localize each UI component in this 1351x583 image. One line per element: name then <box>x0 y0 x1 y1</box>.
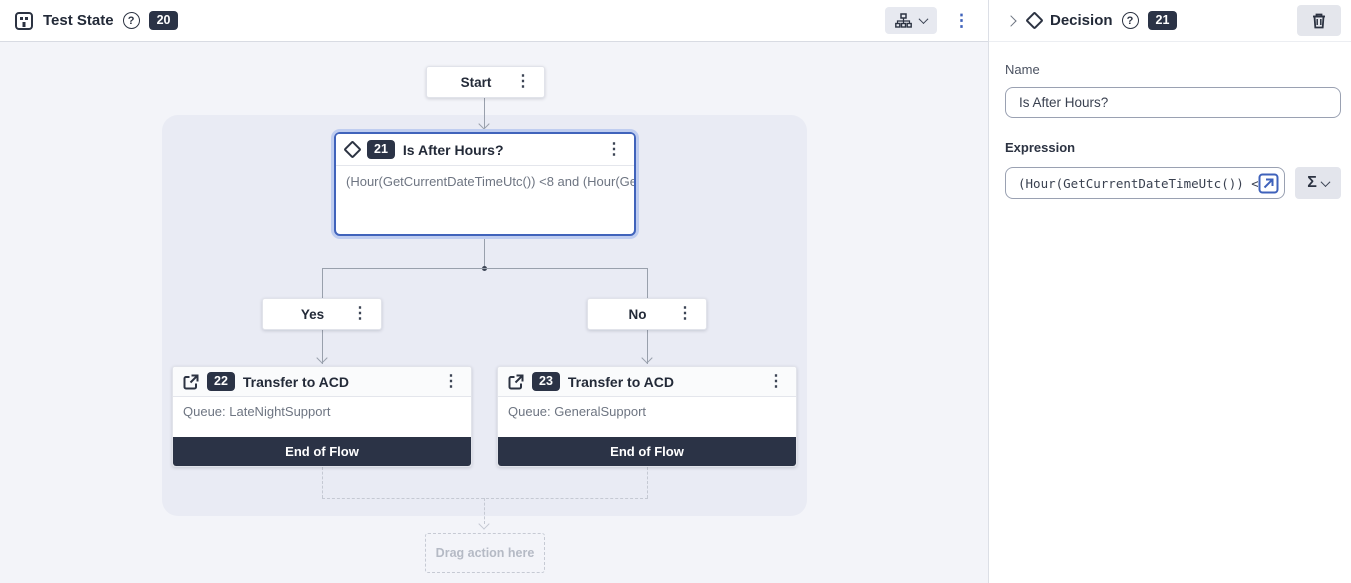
decision-icon <box>1025 11 1044 30</box>
decision-node-badge: 21 <box>367 140 395 159</box>
panel-divider <box>988 0 989 583</box>
branch-yes-kebab-icon[interactable]: ⋮ <box>348 306 381 322</box>
branch-yes-label: Yes <box>300 306 325 322</box>
transfer-23-detail: Queue: GeneralSupport <box>508 404 647 419</box>
help-icon[interactable]: ? <box>122 12 140 29</box>
name-label: Name <box>1005 62 1040 77</box>
dashed-connector-center <box>484 498 485 524</box>
decision-node[interactable]: 21 Is After Hours? ⋮ (Hour(GetCurrentDat… <box>334 132 636 236</box>
drag-action-drop-target[interactable]: Drag action here <box>425 533 545 573</box>
decision-icon <box>343 140 362 159</box>
transfer-22-header: 22 Transfer to ACD ⋮ <box>173 367 471 397</box>
decision-node-expression: (Hour(GetCurrentDateTimeUtc()) <8 and (H… <box>346 174 634 189</box>
branch-no-kebab-icon[interactable]: ⋮ <box>673 306 706 322</box>
decision-node-title: Is After Hours? <box>402 141 504 158</box>
flow-state-title: Test State <box>43 12 114 29</box>
collapse-panel-icon[interactable] <box>1005 14 1017 27</box>
branch-yes-node[interactable]: Yes ⋮ <box>262 298 382 330</box>
branch-no-label: No <box>628 306 647 322</box>
connector-to-yes <box>322 268 323 298</box>
dashed-arrowhead <box>478 518 490 530</box>
transfer-acd-node-22[interactable]: 22 Transfer to ACD ⋮ Queue: LateNightSup… <box>172 366 472 467</box>
panel-node-badge: 21 <box>1147 11 1178 30</box>
decision-node-header: 21 Is After Hours? ⋮ <box>336 134 634 166</box>
connector-decision-junction <box>484 239 485 268</box>
connector-start-decision <box>484 98 485 128</box>
start-node[interactable]: Start ⋮ <box>426 66 545 98</box>
connector-no-action <box>647 330 648 364</box>
canvas-toolbar: Test State ? 20 ⋮ <box>0 0 988 42</box>
transfer-22-detail: Queue: LateNightSupport <box>183 404 331 419</box>
dashed-connector-horizontal <box>322 498 648 499</box>
name-input[interactable] <box>1005 87 1341 118</box>
trash-icon <box>1312 13 1326 29</box>
decision-node-kebab-icon[interactable]: ⋮ <box>606 140 622 158</box>
sitemap-icon <box>895 13 912 28</box>
transfer-23-kebab-icon[interactable]: ⋮ <box>768 372 784 390</box>
expression-row: (Hour(GetCurrentDateTimeUtc()) <8 and Σ <box>1005 167 1341 199</box>
panel-header: Decision ? 21 <box>989 0 1351 42</box>
panel-body: Name Expression (Hour(GetCurrentDateTime… <box>989 42 1351 199</box>
panel-title: Decision <box>1050 12 1113 29</box>
dashed-connector-left <box>322 467 323 498</box>
state-number-badge: 20 <box>148 11 179 30</box>
flow-canvas[interactable]: Start ⋮ 21 Is After Hours? ⋮ (Hour(GetCu… <box>0 42 988 583</box>
sigma-icon: Σ <box>1307 174 1317 191</box>
expression-value: (Hour(GetCurrentDateTimeUtc()) <8 and <box>1018 175 1258 191</box>
transfer-23-end-of-flow: End of Flow <box>498 437 796 466</box>
transfer-23-header: 23 Transfer to ACD ⋮ <box>498 367 796 397</box>
start-node-label: Start <box>460 74 492 90</box>
external-link-icon <box>183 374 199 390</box>
connector-to-no <box>647 268 648 298</box>
expression-label: Expression <box>1005 140 1076 155</box>
transfer-acd-node-23[interactable]: 23 Transfer to ACD ⋮ Queue: GeneralSuppo… <box>497 366 797 467</box>
canvas-menu-kebab-icon[interactable]: ⋮ <box>953 11 970 30</box>
state-icon <box>14 11 34 31</box>
chevron-down-icon <box>1320 176 1331 187</box>
chevron-down-icon <box>918 14 929 25</box>
transfer-23-badge: 23 <box>532 372 560 391</box>
transfer-22-end-of-flow: End of Flow <box>173 437 471 466</box>
open-expression-editor-icon[interactable] <box>1258 173 1279 194</box>
transfer-22-kebab-icon[interactable]: ⋮ <box>443 372 459 390</box>
start-node-kebab-icon[interactable]: ⋮ <box>511 74 544 90</box>
expression-mode-button[interactable]: Σ <box>1295 167 1341 199</box>
external-link-icon <box>508 374 524 390</box>
transfer-23-title: Transfer to ACD <box>567 373 674 390</box>
delete-button[interactable] <box>1297 5 1341 36</box>
branch-no-node[interactable]: No ⋮ <box>587 298 707 330</box>
expression-input[interactable]: (Hour(GetCurrentDateTimeUtc()) <8 and <box>1005 167 1285 199</box>
layout-view-button[interactable] <box>885 7 937 34</box>
dashed-connector-right <box>647 467 648 498</box>
connector-branch-horizontal <box>322 268 648 269</box>
transfer-22-title: Transfer to ACD <box>242 373 349 390</box>
canvas-toolbar-right: ⋮ <box>885 7 970 34</box>
transfer-22-badge: 22 <box>207 372 235 391</box>
connector-yes-action <box>322 330 323 364</box>
properties-panel: Decision ? 21 Name Expression (Hour(GetC… <box>989 0 1351 583</box>
help-icon[interactable]: ? <box>1121 12 1139 29</box>
